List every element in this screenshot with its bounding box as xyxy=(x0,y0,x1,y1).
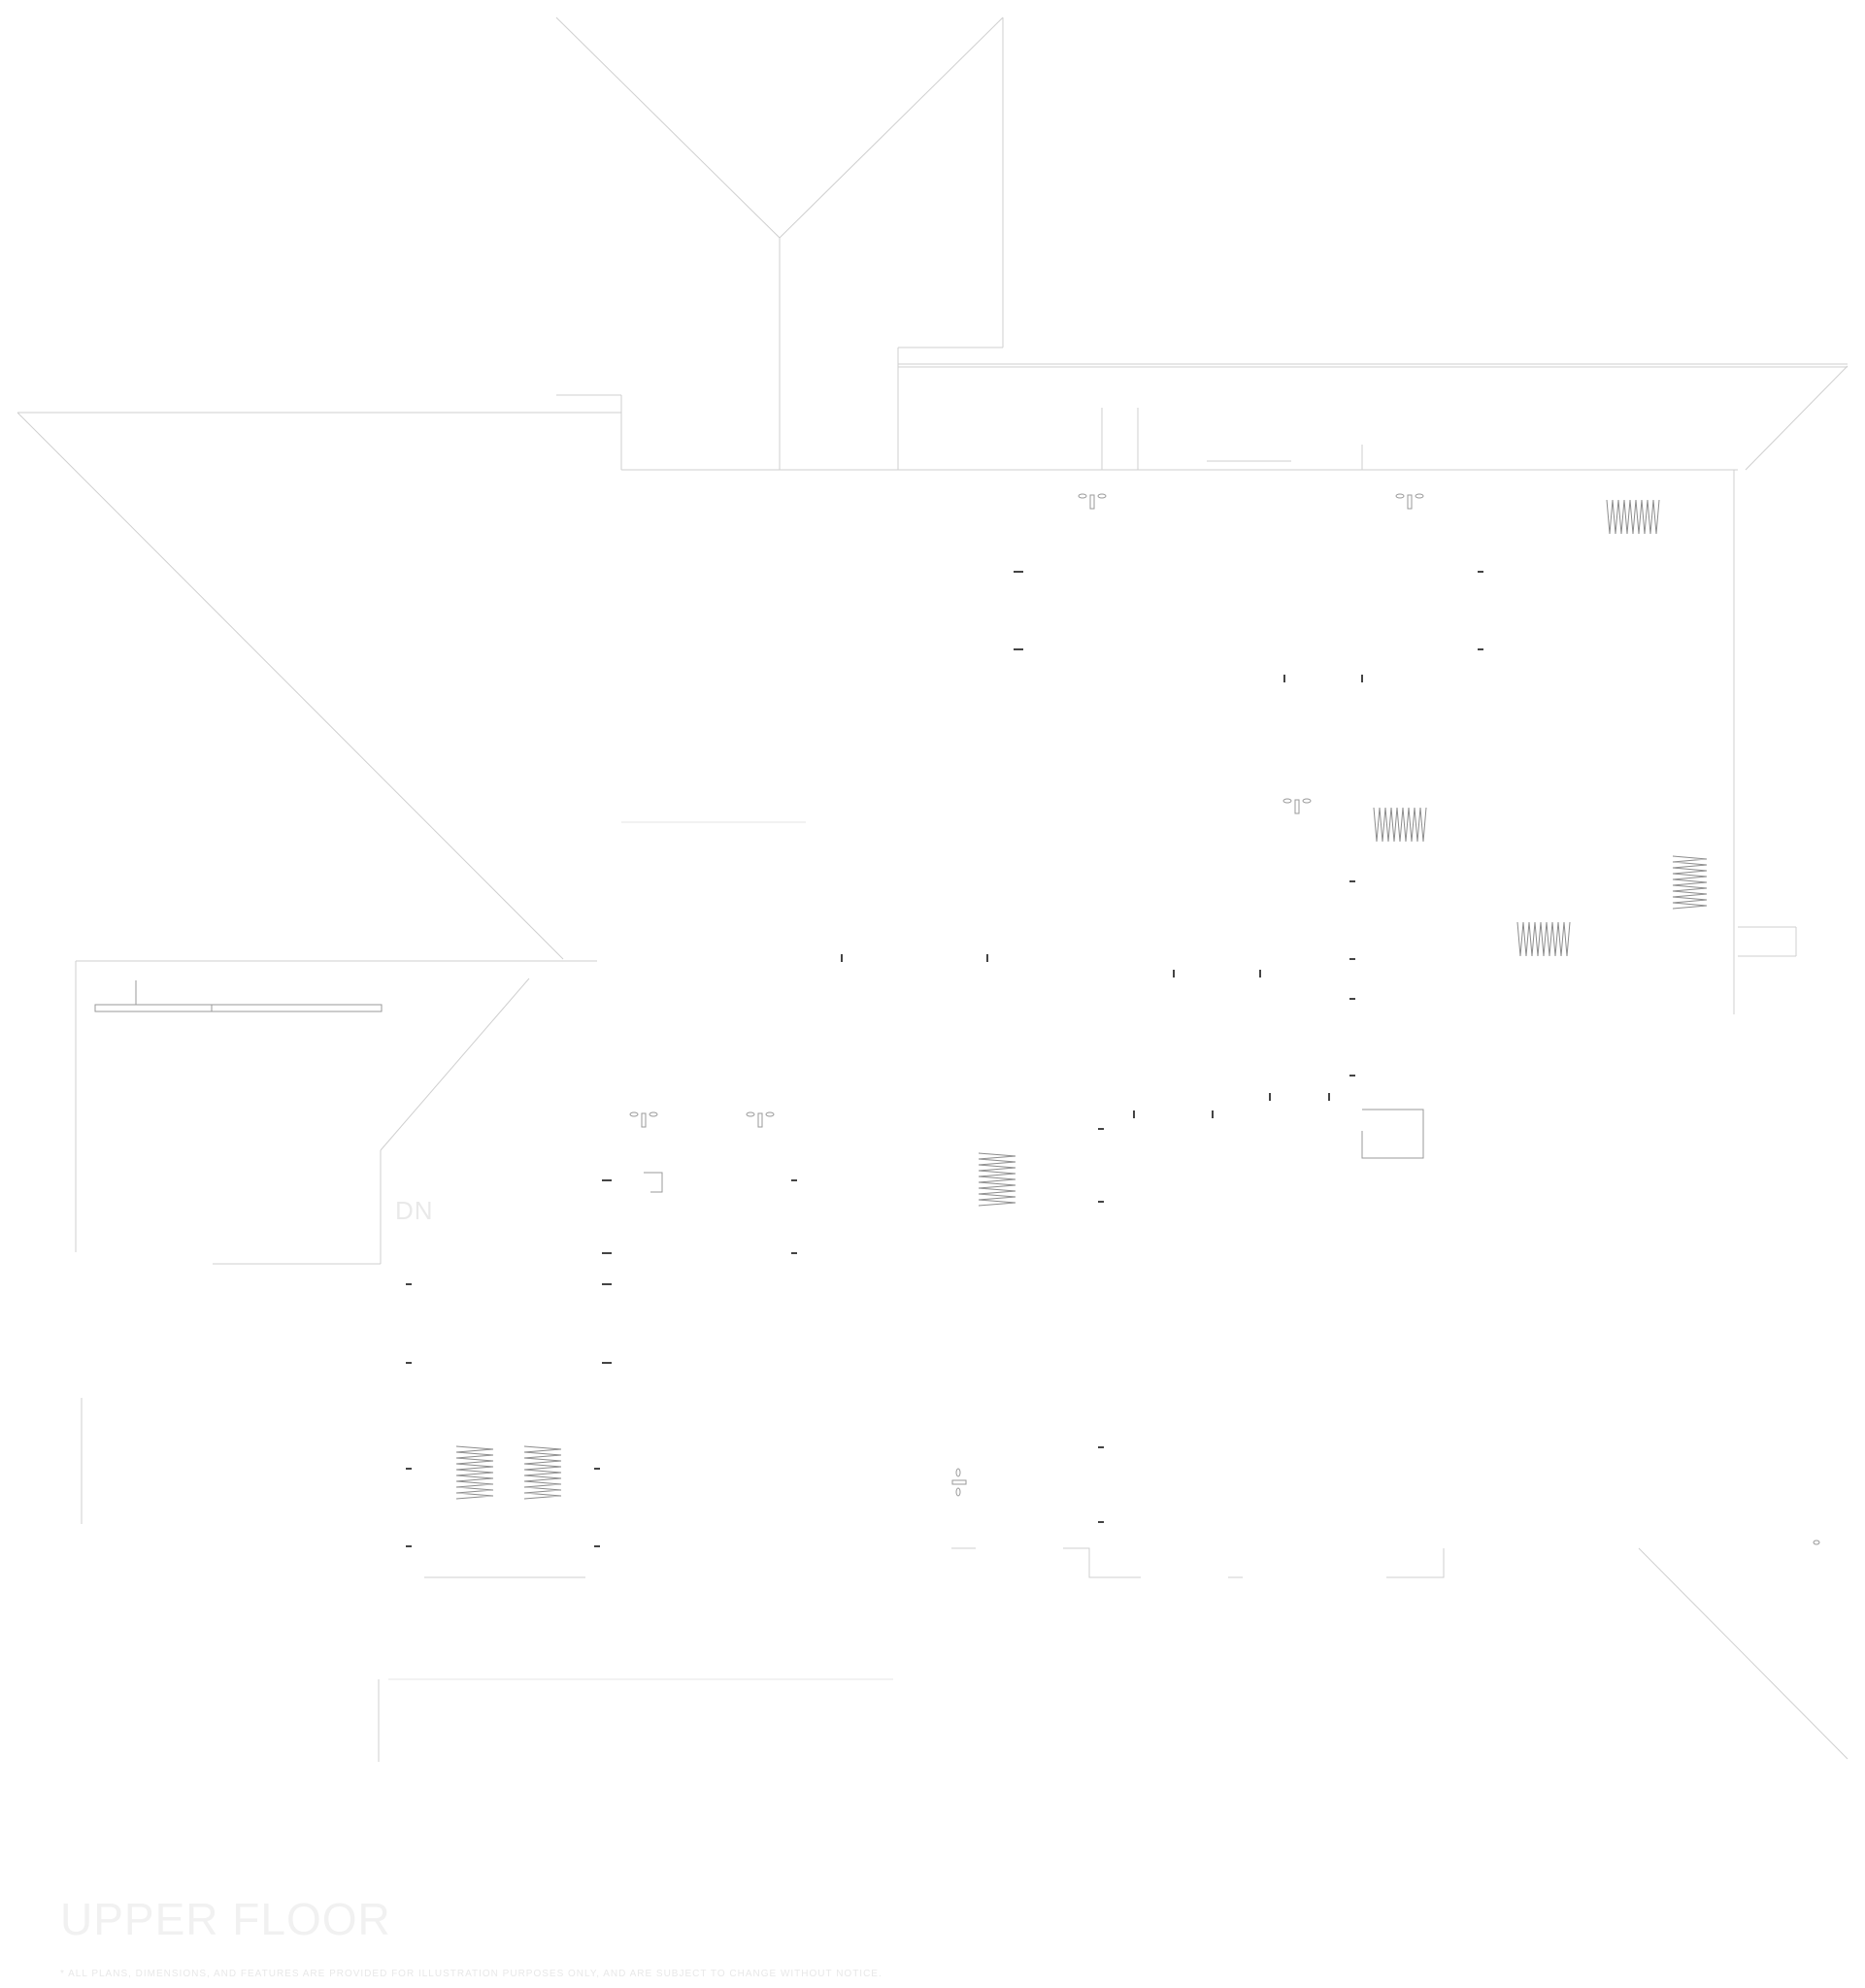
vent xyxy=(455,1445,494,1500)
vent xyxy=(978,1152,1016,1207)
light-fixture xyxy=(1395,493,1424,510)
light-fixture xyxy=(1078,493,1107,510)
wall-vents xyxy=(455,499,1708,1500)
floor-title: UPPER FLOOR xyxy=(60,1894,391,1944)
light-fixtures xyxy=(629,493,1820,1545)
roof-outline xyxy=(17,17,1848,960)
vent xyxy=(1373,807,1427,843)
exterior-walls xyxy=(75,470,1848,1762)
disclaimer-footnote: * ALL PLANS, DIMENSIONS, AND FEATURES AR… xyxy=(60,1969,883,1979)
vent xyxy=(1606,499,1660,535)
balcony-rail xyxy=(94,980,383,1012)
vent xyxy=(523,1445,562,1500)
light-fixture xyxy=(746,1111,775,1128)
light-fixture xyxy=(951,1468,967,1497)
door-ticks xyxy=(406,571,1483,1547)
light-fixture xyxy=(1282,798,1312,814)
vent xyxy=(1672,855,1708,910)
light-fixture xyxy=(629,1111,658,1128)
closet-box xyxy=(644,1109,1424,1193)
vent xyxy=(1516,921,1571,957)
stair-down-label: DN xyxy=(395,1196,434,1225)
